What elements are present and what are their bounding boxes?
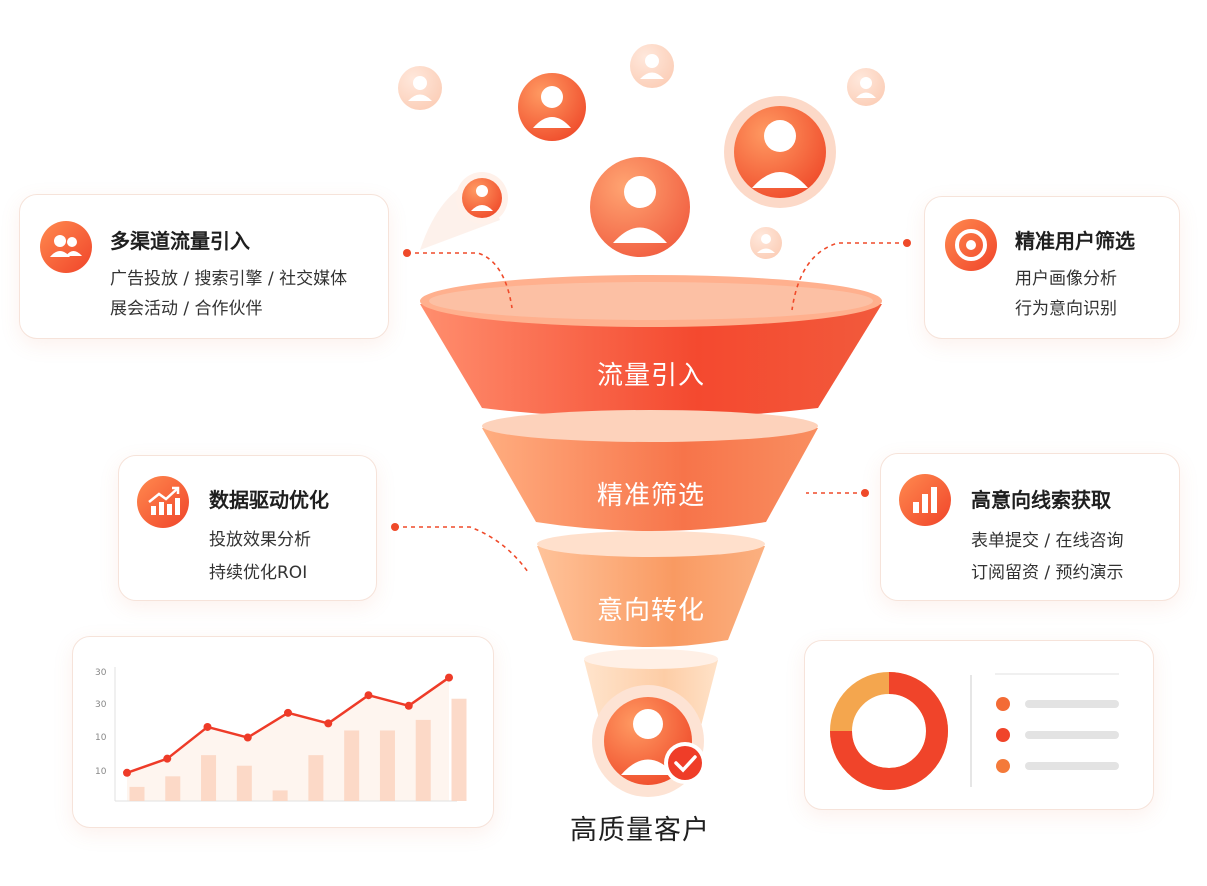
person-icon xyxy=(420,172,508,250)
line-point xyxy=(203,722,212,731)
funnel-stage-1-label: 流量引入 xyxy=(596,361,705,391)
card-line: 表单提交 / 在线咨询 xyxy=(971,531,1124,551)
funnel-layer-3 xyxy=(537,546,765,647)
donut-segment-main xyxy=(830,672,948,790)
target-icon xyxy=(945,219,997,271)
bar xyxy=(201,755,217,801)
bar xyxy=(165,776,181,801)
result-label: 高质量客户 xyxy=(570,815,710,846)
funnel-layer-2 xyxy=(482,428,818,531)
person-icon xyxy=(630,44,674,88)
line-point xyxy=(404,701,413,710)
line-point xyxy=(324,719,333,728)
card-line: 持续优化ROI xyxy=(209,563,308,583)
bar xyxy=(415,719,431,801)
person-icon xyxy=(590,157,690,257)
donut-card xyxy=(804,640,1154,810)
line-point xyxy=(364,691,373,700)
card-line: 订阅留资 / 预约演示 xyxy=(971,563,1124,583)
bar-chart-icon xyxy=(899,474,951,526)
bar xyxy=(129,786,145,801)
card-line: 行为意向识别 xyxy=(1015,299,1117,319)
person-icon xyxy=(518,73,586,141)
bar xyxy=(451,698,467,801)
trend-chart: 30 30 10 10 xyxy=(95,667,467,802)
card-title: 多渠道流量引入 xyxy=(110,229,250,253)
card-title: 高意向线索获取 xyxy=(971,488,1111,512)
y-tick-label: 10 xyxy=(95,733,107,743)
bar xyxy=(236,765,252,801)
users-icon xyxy=(40,221,92,273)
card-line: 展会活动 / 合作伙伴 xyxy=(110,299,263,319)
bar xyxy=(272,790,288,801)
bar xyxy=(308,755,324,801)
line-point xyxy=(123,768,131,777)
y-tick-label: 30 xyxy=(95,668,107,678)
funnel-stage-2-label: 精准筛选 xyxy=(596,481,705,511)
leads-card: 高意向线索获取 表单提交 / 在线咨询 订阅留资 / 预约演示 xyxy=(880,453,1180,601)
funnel-layer-1 xyxy=(420,304,882,418)
bar xyxy=(344,730,360,801)
screening-card: 精准用户筛选 用户画像分析 行为意向识别 xyxy=(924,196,1180,339)
connector-lines xyxy=(395,242,907,573)
chart-card: 30 30 10 10 xyxy=(72,636,494,828)
person-icon xyxy=(398,66,442,110)
line-point xyxy=(445,673,453,682)
person-icon xyxy=(847,68,885,106)
traffic-card: 多渠道流量引入 广告投放 / 搜索引擎 / 社交媒体 展会活动 / 合作伙伴 xyxy=(19,194,389,339)
y-tick-label: 10 xyxy=(95,767,107,777)
card-line: 投放效果分析 xyxy=(209,530,311,550)
trend-chart-icon xyxy=(137,476,189,528)
person-icon xyxy=(724,96,836,208)
donut-chart xyxy=(830,672,1119,790)
legend-rows xyxy=(995,673,1119,773)
line-point xyxy=(284,708,292,717)
line-point xyxy=(243,733,252,742)
y-tick-label: 30 xyxy=(95,700,107,710)
check-badge-icon xyxy=(664,742,706,784)
card-title: 数据驱动优化 xyxy=(209,488,329,512)
funnel-stage-3-label: 意向转化 xyxy=(596,596,705,626)
card-line: 用户画像分析 xyxy=(1015,269,1117,289)
card-title: 精准用户筛选 xyxy=(1015,229,1135,253)
card-line: 广告投放 / 搜索引擎 / 社交媒体 xyxy=(110,269,348,289)
bar xyxy=(379,730,395,801)
optimize-card: 数据驱动优化 投放效果分析 持续优化ROI xyxy=(118,455,377,601)
line-point xyxy=(163,754,172,763)
person-icon xyxy=(750,227,782,259)
